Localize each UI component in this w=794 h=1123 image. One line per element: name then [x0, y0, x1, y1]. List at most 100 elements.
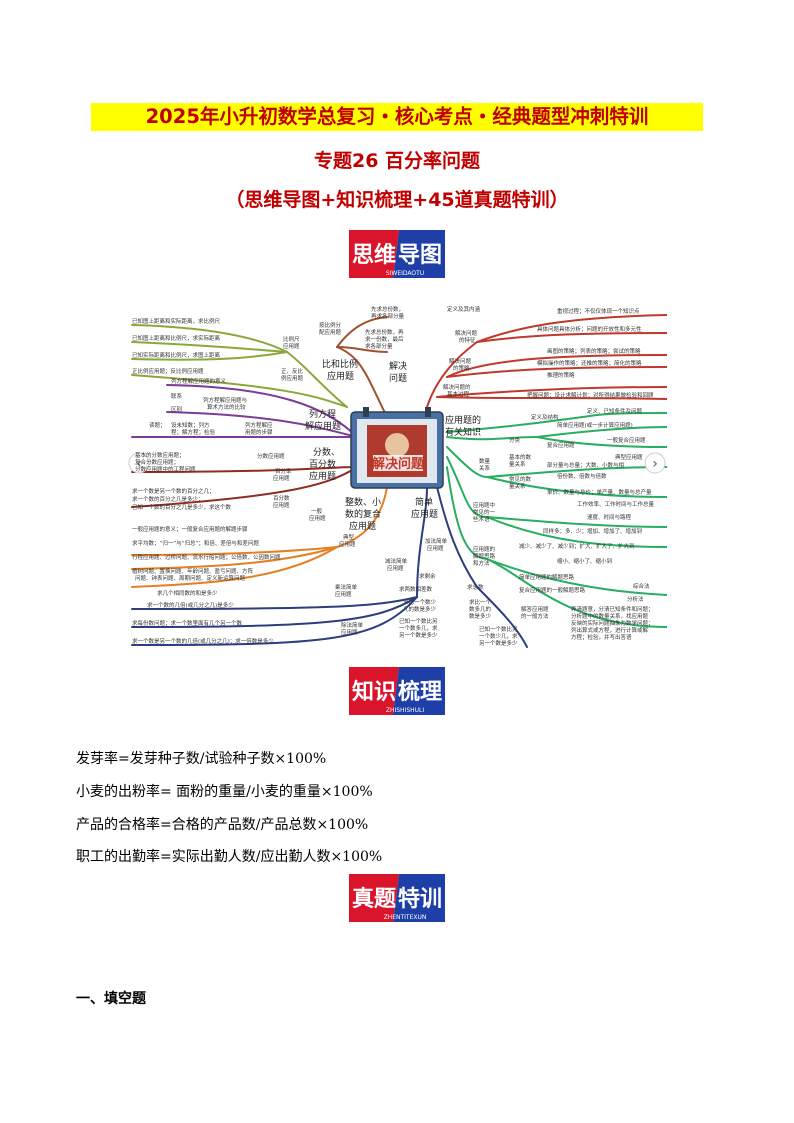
mindmap-node-label: 用题的步骤	[245, 428, 273, 436]
mindmap-node-label: 数量	[479, 457, 491, 465]
mindmap-node-label: 定义及其内涵	[447, 305, 481, 313]
mindmap-node-label: 的策略	[453, 364, 470, 372]
mindmap-node-label: 解决问题的	[443, 383, 471, 391]
mindmap-node-label: 百分数	[309, 458, 336, 470]
mindmap: ‹ › 解决问题 比和比例 应用题 解决 问题 应用题的 有关知识 列方程 解应…	[128, 305, 667, 648]
mindmap-node-label: 列出算式或方程，进行计算或解	[571, 626, 649, 634]
mindmap-node-label: 正、反比	[281, 367, 304, 375]
mindmap-node-label: 应用题	[283, 342, 300, 350]
mindmap-node-label: 复合应用题的一般解题思路	[519, 586, 586, 594]
mindmap-node-label: 反映的实际问题抽象为数学问题；	[571, 619, 654, 627]
mindmap-node-label: 区别	[171, 405, 182, 413]
mindmap-node-label: 综合法	[633, 582, 650, 590]
mindmap-node-label: 应用题	[387, 564, 404, 572]
mindmap-node-label: 分析题中的数量关系，找应用题	[571, 612, 649, 620]
mindmap-node-label: 简单	[415, 496, 433, 508]
mindmap-node-label: 分析法	[627, 595, 644, 603]
mindmap-node-label: 复合分数应用题；	[135, 458, 179, 466]
mindmap-node-label: 复合应用题	[547, 441, 575, 449]
mindmap-node-label: 和方法	[473, 559, 490, 567]
mindmap-node-label: 模拟操作的策略；还推的策略；简化的策略	[537, 359, 642, 367]
mindmap-node-label: 已知一个数比另	[479, 625, 518, 633]
mindmap-node-label: 分数、	[313, 446, 340, 458]
prev-arrow-button[interactable]: ‹	[128, 452, 150, 474]
mindmap-node-label: 解应用题	[305, 420, 341, 432]
formula-qualified: 产品的合格率=合格的产品数/产品总数×100%	[76, 817, 369, 833]
mindmap-node-label: 百分率	[275, 467, 292, 475]
mindmap-node-label: 分数应用题中的工程问题	[135, 465, 196, 473]
mindmap-node-label: 整数、小	[345, 496, 381, 508]
mindmap-node-label: 已知一个数的百分之几是多少，求这个数	[132, 503, 232, 511]
mindmap-node-label: 应用题中	[473, 501, 495, 509]
formula-germination: 发芽率=发芽种子数/试验种子数×100%	[76, 751, 327, 767]
mindmap-node-label: 基本过程	[447, 390, 470, 398]
mindmap-node-label: 一般应用题的意义；一般复合应用题的解题步骤	[132, 525, 248, 533]
mindmap-node-label: 已知图上距离和比例尺，求实际距离	[132, 334, 221, 342]
mindmap-node-label: 联系	[171, 392, 183, 400]
mindmap-node-label: 应用题	[309, 514, 326, 522]
mindmap-node-label: 推理的策略	[547, 371, 575, 379]
mindmap-node-label: 求一个数的几倍(或几分之几)是多少	[147, 601, 234, 609]
mindmap-node-label: 分类	[509, 436, 521, 444]
mindmap-node-label: 典型	[343, 533, 355, 541]
mindmap-node-label: 重视过程；不仅仅体现一个知识点	[557, 307, 640, 315]
mindmap-node-label: 缩小、缩小了、缩小到	[557, 557, 612, 565]
mindmap-node-label: 乘法简单	[335, 583, 358, 591]
exam-badge-blue: 特训	[398, 886, 442, 912]
next-arrow-button[interactable]: ›	[644, 452, 666, 474]
mindmap-node-label: 再求各部分量	[371, 312, 405, 320]
mindmap-node-label: 求各部分量	[365, 342, 393, 350]
mindmap-node-label: 求一个数是另一个数的百分之几；	[132, 487, 215, 495]
knowledge-badge: 知识 梳理 ZHISHISHULI	[349, 667, 445, 715]
mindmap-node-label: 关系	[479, 464, 491, 472]
chevron-right-icon: ›	[652, 456, 658, 472]
mindmap-node-label: 有关知识	[445, 426, 481, 438]
mindmap-node-label: 定义及结构	[531, 413, 559, 421]
mindmap-node-label: 简单应用题(或一步计算应用题)	[557, 421, 633, 429]
topic-title: 专题26 百分率问题	[313, 150, 481, 172]
mindmap-node-label: 应用题	[427, 544, 444, 552]
mindmap-node-label: 数是多少	[469, 612, 492, 620]
mindmap-node-label: 方程；检验，并写出答语	[571, 633, 632, 641]
mindmap-node-label: 应用题	[341, 628, 358, 636]
mindmap-node-label: 定义、已知条件及问题	[587, 407, 643, 415]
mindmap-node-label: 减法简单	[385, 557, 408, 565]
mindmap-node-label: 解题思路	[473, 552, 496, 560]
knowledge-badge-red: 知识	[352, 679, 396, 705]
formula-flour: 小麦的出粉率= 面粉的重量/小麦的重量×100%	[76, 784, 373, 800]
center-node: 解决问题	[350, 407, 444, 489]
mindmap-node-label: 基本的数	[509, 453, 532, 461]
mindmap-node-label: 行程应用题、过桥问题、流水行船问题；公倍数、公因数问题	[132, 553, 281, 561]
mindmap-node-label: 减少、减少了、减少到；扩大、扩大了、扩大到	[519, 542, 635, 550]
mindmap-node-label: 列方程解应用题与	[203, 396, 247, 404]
mindmap-node-label: 设未知数；列方	[171, 421, 210, 429]
mindmap-node-label: 单价、数量与总价；单产量、数量与总产量	[547, 488, 652, 496]
mindmap-node-label: 应用题的	[445, 414, 481, 426]
knowledge-badge-small: ZHISHISHULI	[386, 707, 425, 714]
mindmap-node-label: 比和比例	[322, 358, 358, 370]
mindmap-node-label: 除法简单	[341, 621, 364, 629]
mindmap-node-label: 画图的策略；列表的策略；尝试的策略	[547, 347, 641, 355]
mindmap-node-label: 解答应用题	[521, 605, 549, 613]
mindmap-node-label: 求比一个数少	[403, 598, 437, 606]
mindmap-node-label: 应用题	[273, 501, 290, 509]
mindmap-node-label: 求每份数问题；求一个数里面有几个另一个数	[132, 619, 243, 627]
mindmap-node-label: 按比例分	[319, 321, 342, 329]
mindmap-node-label: 先求总份数，再	[365, 328, 404, 336]
mindmap-node-label: 倍份数、倍数与倍数	[557, 472, 607, 480]
topic-subtitle: （思维导图+知识梳理+45道真题特训）	[225, 189, 569, 211]
mindmap-node-label: 已知实际距离和比例尺，求图上距离	[132, 351, 221, 359]
exam-badge-red: 真题	[352, 886, 397, 912]
mindmap-node-label: 列方程	[309, 408, 336, 420]
mindmap-node-label: 常见的一	[473, 508, 496, 516]
mindmap-node-label: 工作效率、工作时间与工作总量	[577, 500, 655, 508]
mindmap-node-label: 另一个数是多少	[479, 639, 518, 647]
mindmap-node-label: 求比一个	[469, 598, 492, 606]
main-title: 2025年小升初数学总复习・核心考点・经典题型冲刺特训	[91, 103, 703, 131]
mindmap-node-label: 算术方法的比较	[207, 403, 246, 411]
mindmap-node-label: 应用题	[349, 520, 376, 532]
mindmap-node-label: 量关系	[509, 460, 526, 468]
mindmap-node-label: 程；解方程；检验	[171, 428, 216, 436]
mindmap-badge-small: SIWEIDAOTU	[386, 270, 424, 277]
section-heading: 一、填空题	[76, 991, 146, 1007]
